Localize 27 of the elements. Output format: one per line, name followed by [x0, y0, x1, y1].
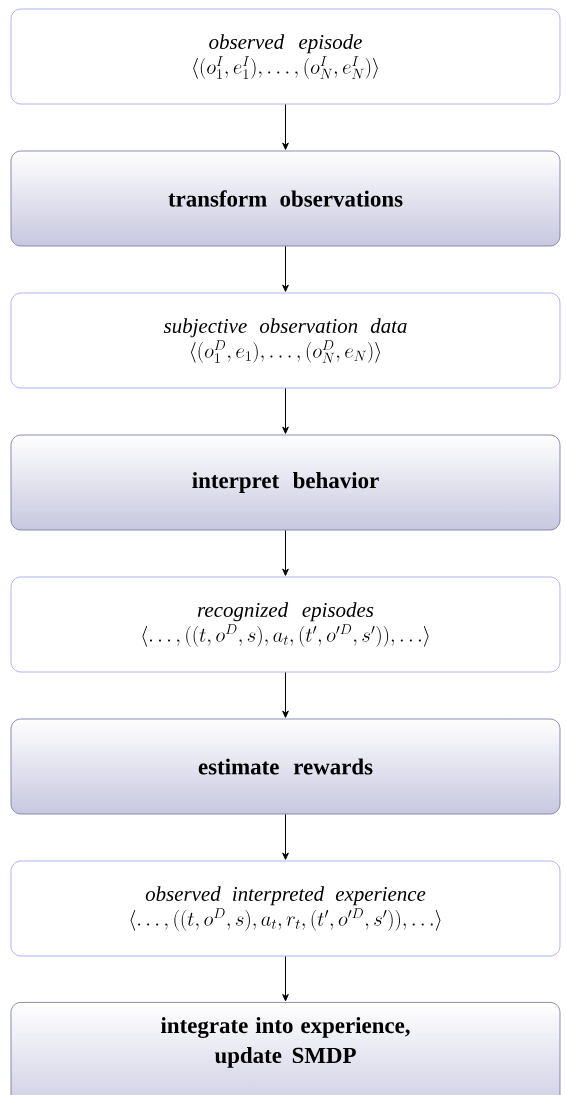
- process-box: [10, 1002, 561, 1095]
- box-heading: subjective observation data: [163, 318, 407, 338]
- process-box: [10, 150, 561, 247]
- arrow: [282, 955, 289, 1002]
- arrow: [282, 245, 289, 292]
- formula: $\langle \ldots, ((t, o^D, s), a_t, r_t, (t', o'^D, s')), \ldots\rangle$: [130, 908, 441, 931]
- arrow: [282, 103, 289, 150]
- step-label: interpret behavior: [192, 472, 379, 493]
- formula: $\langle \ldots, ((t, o^D, s), a_t, (t', o'^D, s')), \ldots\rangle$: [142, 624, 429, 647]
- arrow: [282, 671, 289, 718]
- step-label: integrate into experience, update SMDP: [161, 1017, 410, 1068]
- arrow: [282, 529, 289, 576]
- arrow: [282, 813, 289, 860]
- data-box: [10, 292, 561, 389]
- formula: $\langle (o_1^D, e_1), \ldots, (o_N^D, e_N)\rangle$: [191, 340, 380, 363]
- formula: $\langle (o_1^I, e_1^I), \ldots, (o_N^I, e_N^I)\rangle$: [193, 56, 378, 79]
- process-box: [10, 434, 561, 531]
- arrow: [282, 387, 289, 434]
- box-heading: observed interpreted experience: [145, 886, 426, 906]
- box-heading: observed episode: [209, 34, 362, 54]
- step-label: transform observations: [168, 190, 403, 207]
- box-heading: recognized episodes: [197, 602, 374, 622]
- step-label: estimate rewards: [198, 758, 373, 775]
- data-box: [10, 576, 561, 673]
- data-box: [10, 860, 561, 957]
- data-box: [10, 8, 561, 105]
- process-box: [10, 718, 561, 815]
